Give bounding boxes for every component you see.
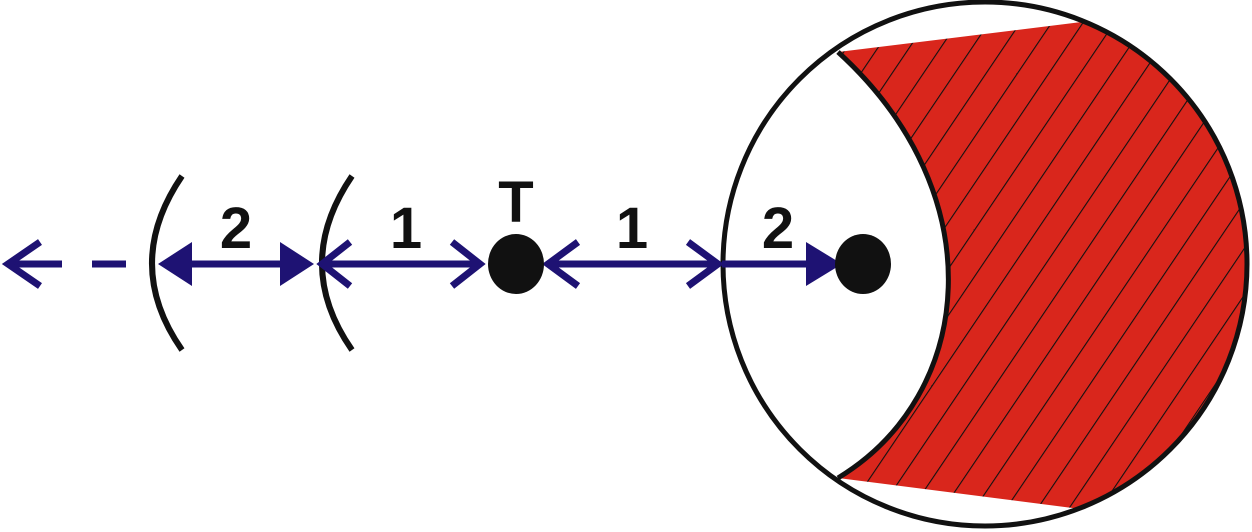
- inner-arc: [836, 50, 951, 481]
- dist-left-outer-label: 2: [220, 196, 252, 261]
- outer-bracket: [149, 174, 185, 352]
- hatched-crescent: [838, 2, 1247, 526]
- dist-left-inner-label: 1: [390, 196, 422, 261]
- dist-right-outer-label: 2: [762, 196, 794, 261]
- point-t-dot: [488, 234, 544, 294]
- double-arrow-left-outer: [158, 242, 314, 286]
- double-arrow-right-inner: [542, 239, 724, 289]
- circle-center-dot: [835, 234, 891, 294]
- dist-right-inner-label: 1: [616, 196, 648, 261]
- large-circle-group: [720, 0, 1250, 529]
- left-dashed-arrow: [1, 239, 126, 289]
- double-arrow-left-inner: [316, 239, 486, 289]
- arrow-right-outer: [722, 242, 842, 286]
- point-t-label: T: [498, 170, 533, 235]
